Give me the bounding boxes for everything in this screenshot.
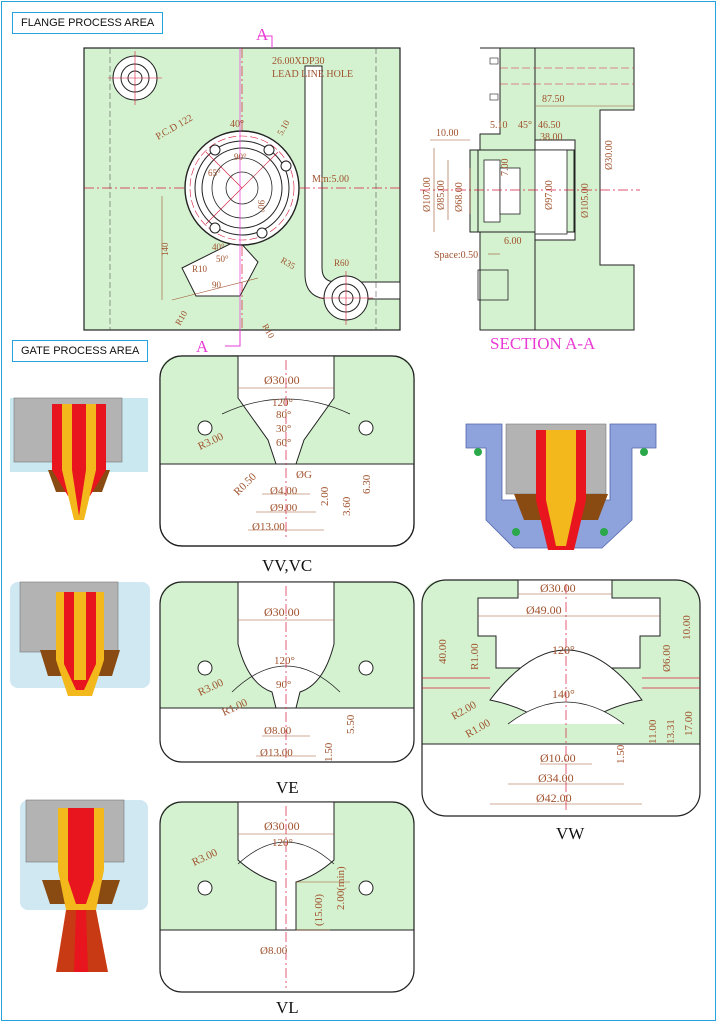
section-title: SECTION A-A xyxy=(490,334,596,353)
section-dim-12: Ø30.00 xyxy=(604,140,615,170)
section-dim-4: 46.50 xyxy=(538,120,561,131)
vv-dim-10: Ø13.00 xyxy=(252,521,285,533)
section-line xyxy=(258,35,273,48)
flange-dim-11: 140 xyxy=(160,242,170,256)
flange-dim-5: 50° xyxy=(216,254,229,264)
vv-dim-1: 120° xyxy=(272,397,293,409)
guide-pin-bottom-right xyxy=(319,271,373,325)
flange-plan-view: A A 26.00XDP30 LEAD LINE HOLE P.C.D 122 … xyxy=(83,25,401,356)
nozzle-render-ve xyxy=(10,581,150,696)
vw-dim-13: 13.31 xyxy=(665,719,677,744)
gate-detail-vv: Ø30.00 120° 80° 30° 60° R3.00 R0.50 ØG Ø… xyxy=(159,355,415,547)
vw-dim-8: 140° xyxy=(552,687,575,701)
vw-dim-15: Ø34.00 xyxy=(538,771,574,785)
vl-dim-5: Ø8.00 xyxy=(260,945,288,957)
section-dim-3: 45° xyxy=(518,120,532,131)
section-dim-7: Ø85.00 xyxy=(436,180,447,210)
vw-dim-14: 17.00 xyxy=(683,711,695,736)
flange-dim-6: 40° xyxy=(212,242,225,252)
ve-dim-5: Ø8.00 xyxy=(264,725,292,737)
vv-dim-2: 80° xyxy=(276,409,291,421)
caption-vl: VL xyxy=(276,998,299,1017)
vv-dim-3: 30° xyxy=(276,423,291,435)
lead-hole-label-1: 26.00XDP30 xyxy=(272,56,325,67)
ve-dim-6: Ø13.00 xyxy=(260,747,293,759)
vw-dim-0: Ø30.00 xyxy=(540,581,576,595)
guide-pin-top-left xyxy=(108,51,162,105)
lead-line-channel xyxy=(304,65,401,300)
section-dim-11: Ø105.00 xyxy=(580,183,591,218)
vv-dim-7: ØG xyxy=(296,469,312,481)
flange-dim-3: 65° xyxy=(208,168,221,178)
vw-dim-16: Ø42.00 xyxy=(536,791,572,805)
flange-dim-7: R10 xyxy=(192,264,208,274)
vl-dim-1: 120° xyxy=(272,837,293,849)
flange-dim-2: 90° xyxy=(234,152,247,162)
flange-area-label: FLANGE PROCESS AREA xyxy=(12,12,164,34)
vv-dim-12: 3.60 xyxy=(341,496,353,516)
section-dim-13: 6.00 xyxy=(504,236,522,247)
vw-dim-6: 10.00 xyxy=(681,615,693,640)
gate-detail-vl: Ø30.00 120° R3.00 2.00(min) (15.00) Ø8.0… xyxy=(159,801,415,993)
vl-dim-4: (15.00) xyxy=(313,894,325,926)
section-aa-view: 87.50 10.00 5.10 45° 46.50 38.00 Ø107.00… xyxy=(420,47,640,331)
vl-dim-3: 2.00(min) xyxy=(335,866,347,910)
gate-detail-ve: Ø30.00 120° 90° R3.00 R1.00 Ø8.00 Ø13.00… xyxy=(159,581,415,763)
vv-dim-4: 60° xyxy=(276,437,291,449)
gate-detail-vw: Ø30.00 Ø49.00 40.00 R1.00 120° Ø6.00 10.… xyxy=(421,579,701,817)
section-dim-5: 38.00 xyxy=(540,132,563,143)
ve-dim-1: 120° xyxy=(274,655,295,667)
section-marker-bottom: A xyxy=(196,337,209,356)
vw-dim-11: 1.50 xyxy=(615,744,627,764)
section-dim-10: Ø97.00 xyxy=(544,180,555,210)
vw-dim-2: 40.00 xyxy=(437,639,449,664)
gate-cutout xyxy=(181,239,259,297)
bolt-holes xyxy=(209,144,292,239)
mm-label: Mm:5.00 xyxy=(312,174,349,185)
nozzle-render-vv xyxy=(10,397,148,520)
vw-dim-3: R1.00 xyxy=(469,643,481,670)
caption-ve: VE xyxy=(276,778,299,797)
section-dim-1: 10.00 xyxy=(436,128,459,139)
gate-area-label: GATE PROCESS AREA xyxy=(12,340,149,362)
ve-dim-7: 1.50 xyxy=(323,742,335,762)
flange-dim-10: 90 xyxy=(212,280,222,290)
ve-dim-2: 90° xyxy=(276,679,291,691)
section-dim-8: Ø68.00 xyxy=(454,182,465,212)
vw-dim-10: Ø10.00 xyxy=(540,751,576,765)
caption-vv-vc: VV,VC xyxy=(262,556,313,575)
vv-dim-0: Ø30.00 xyxy=(264,373,300,387)
vw-dim-4: 120° xyxy=(552,643,575,657)
vv-dim-11: 2.00 xyxy=(319,486,331,506)
flange-dim-0: 40° xyxy=(230,119,244,130)
nozzle-render-vl xyxy=(20,799,148,972)
vw-dim-5: Ø6.00 xyxy=(661,644,673,672)
section-right-plate xyxy=(534,47,635,331)
flange-dim-4: 90° xyxy=(256,200,266,213)
section-dim-2: 5.10 xyxy=(490,120,508,131)
vw-dim-1: Ø49.00 xyxy=(526,603,562,617)
vv-dim-9: Ø9.00 xyxy=(270,502,298,514)
vv-dim-13: 6.30 xyxy=(361,474,373,494)
section-dim-0: 87.50 xyxy=(542,94,565,105)
section-dim-6: Ø107.00 xyxy=(422,177,433,212)
caption-vw: VW xyxy=(556,824,585,843)
ve-dim-8: 5.50 xyxy=(345,714,357,734)
vl-dim-0: Ø30.00 xyxy=(264,819,300,833)
lead-hole-label-2: LEAD LINE HOLE xyxy=(272,69,353,80)
section-dim-9: 7.00 xyxy=(500,159,511,177)
vv-dim-8: Ø4.00 xyxy=(270,485,298,497)
ve-dim-0: Ø30.00 xyxy=(264,605,300,619)
flange-dim-9: R60 xyxy=(334,258,350,268)
section-dim-14: Space:0.50 xyxy=(434,250,478,261)
section-marker-top: A xyxy=(256,25,269,44)
nozzle-render-vw xyxy=(465,423,657,550)
vw-dim-12: 11.00 xyxy=(647,719,659,744)
